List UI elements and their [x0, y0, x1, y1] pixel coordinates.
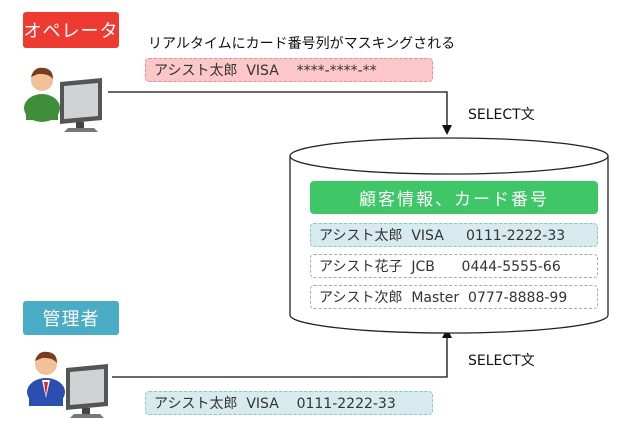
- admin-connector-arrow: [112, 328, 452, 378]
- admin-computer-icon: [27, 351, 108, 418]
- admin-badge: 管理者: [23, 301, 119, 335]
- database-row: アシスト花子 JCB 0444-5555-66: [310, 254, 598, 278]
- database-title: 顧客情報、カード番号: [310, 181, 598, 214]
- admin-select-label: SELECT文: [468, 353, 535, 369]
- database-row: アシスト次郎 Master 0777-8888-99: [310, 285, 598, 309]
- operator-select-label: SELECT文: [468, 107, 535, 123]
- operator-computer-icon: [24, 67, 102, 132]
- operator-badge: オペレータ: [23, 12, 119, 48]
- operator-masked-record: アシスト太郎 VISA ****-****-**: [145, 58, 433, 82]
- operator-connector-arrow: [108, 91, 452, 135]
- admin-unmasked-record: アシスト太郎 VISA 0111-2222-33: [145, 391, 433, 415]
- masking-caption: リアルタイムにカード番号列がマスキングされる: [148, 36, 456, 52]
- database-row: アシスト太郎 VISA 0111-2222-33: [310, 223, 598, 247]
